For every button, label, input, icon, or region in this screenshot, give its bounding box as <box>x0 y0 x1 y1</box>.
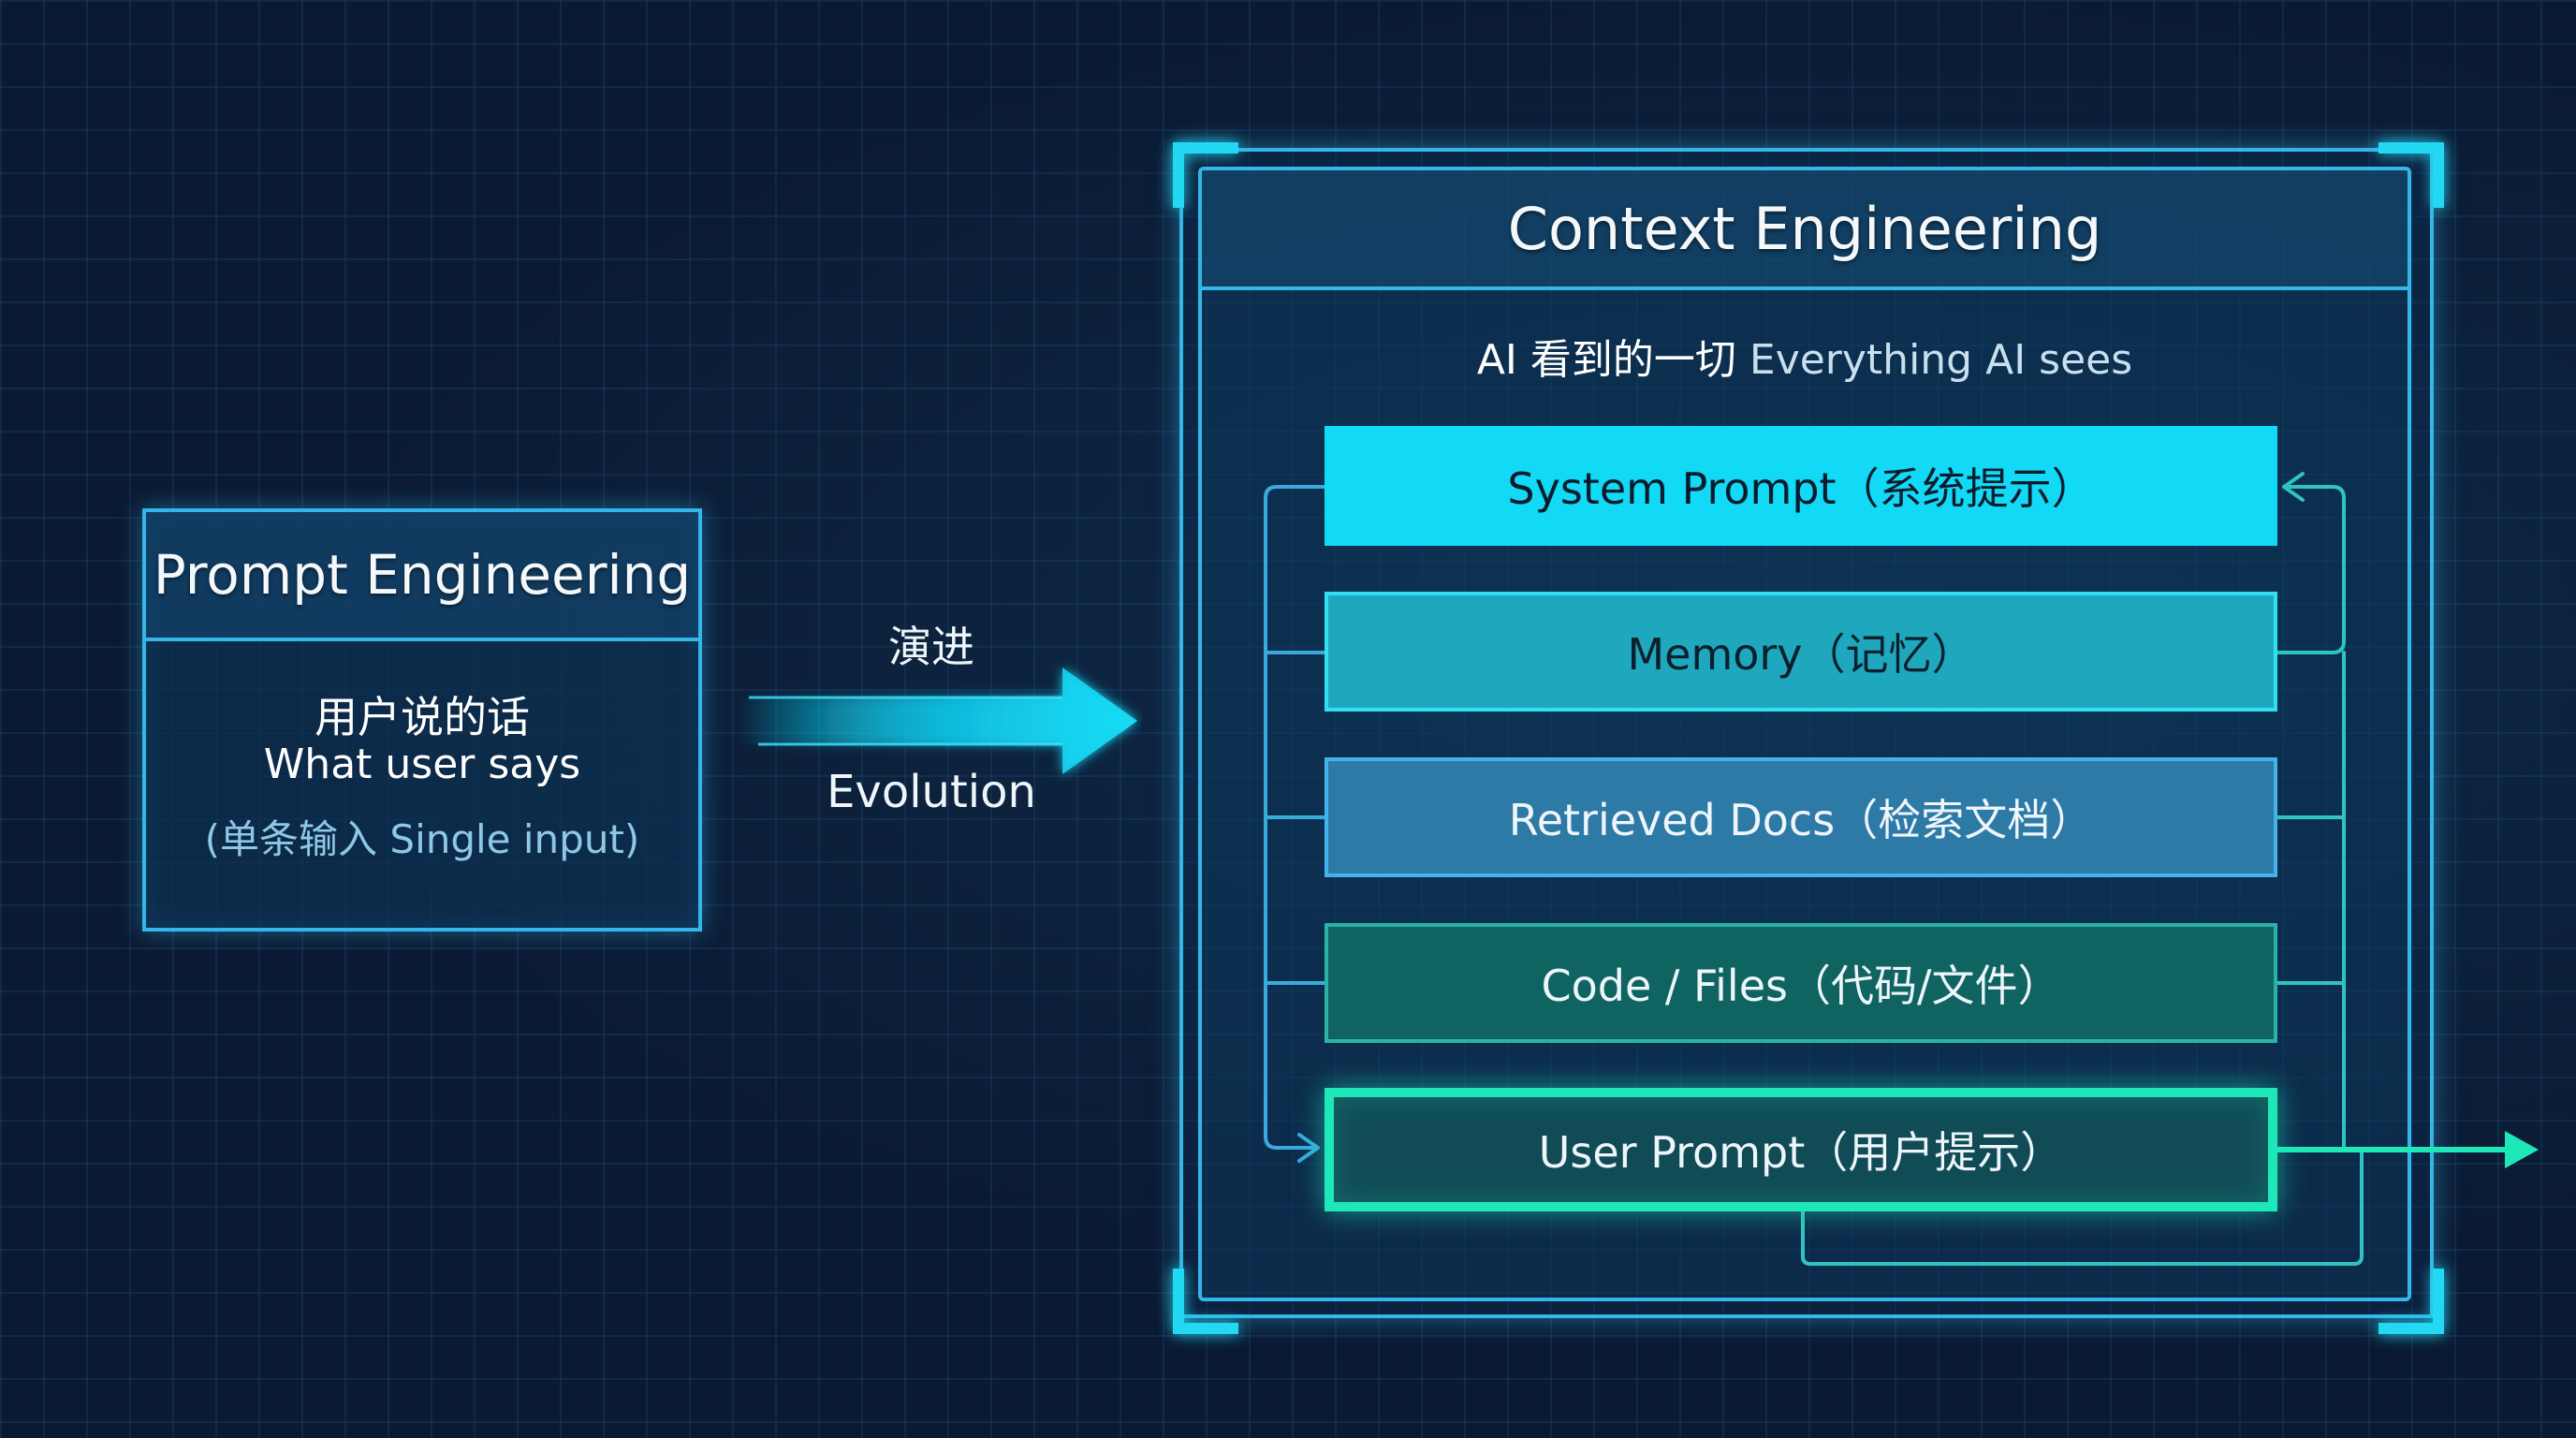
evolution-label-en: Evolution <box>827 766 1036 818</box>
layer-label: Retrieved Docs（检索文档） <box>1508 795 2094 845</box>
layer-user-prompt: User Prompt（用户提示） <box>1325 1088 2277 1211</box>
prompt-engineering-line-en: What user says <box>263 741 581 788</box>
context-engineering-title: Context Engineering <box>1507 194 2102 263</box>
subtitle-en: Everything AI sees <box>1749 336 2133 384</box>
layer-system-prompt: System Prompt（系统提示） <box>1325 426 2277 546</box>
prompt-engineering-title: Prompt Engineering <box>153 543 692 607</box>
evolution-label-cn: 演进 <box>888 622 974 672</box>
prompt-engineering-line-cn: 用户说的话 <box>315 692 530 742</box>
frame-corner-bottom-left <box>1173 1269 1238 1334</box>
layer-code-files: Code / Files（代码/文件） <box>1325 923 2277 1043</box>
prompt-engineering-body: 用户说的话 What user says (单条输入 Single input) <box>146 641 698 928</box>
context-engineering-subtitle: AI 看到的一切 Everything AI sees <box>1198 326 2411 386</box>
frame-corner-bottom-right <box>2378 1269 2444 1334</box>
frame-corner-top-left <box>1173 142 1238 208</box>
layer-label: System Prompt（系统提示） <box>1507 463 2095 514</box>
layer-label: User Prompt（用户提示） <box>1538 1127 2064 1178</box>
frame-corner-top-right <box>2378 142 2444 208</box>
layer-label: Memory（记忆） <box>1627 629 1975 680</box>
prompt-engineering-note: (单条输入 Single input) <box>204 816 640 862</box>
layer-label: Code / Files（代码/文件） <box>1541 961 2061 1011</box>
evolution-arrow-icon <box>739 668 1137 774</box>
context-engineering-header: Context Engineering <box>1202 170 2408 290</box>
prompt-engineering-box: Prompt Engineering 用户说的话 What user says … <box>142 508 702 932</box>
subtitle-cn: AI 看到的一切 <box>1476 336 1736 384</box>
layer-memory: Memory（记忆） <box>1325 592 2277 712</box>
prompt-engineering-header: Prompt Engineering <box>146 512 698 641</box>
layer-retrieved-docs: Retrieved Docs（检索文档） <box>1325 757 2277 877</box>
